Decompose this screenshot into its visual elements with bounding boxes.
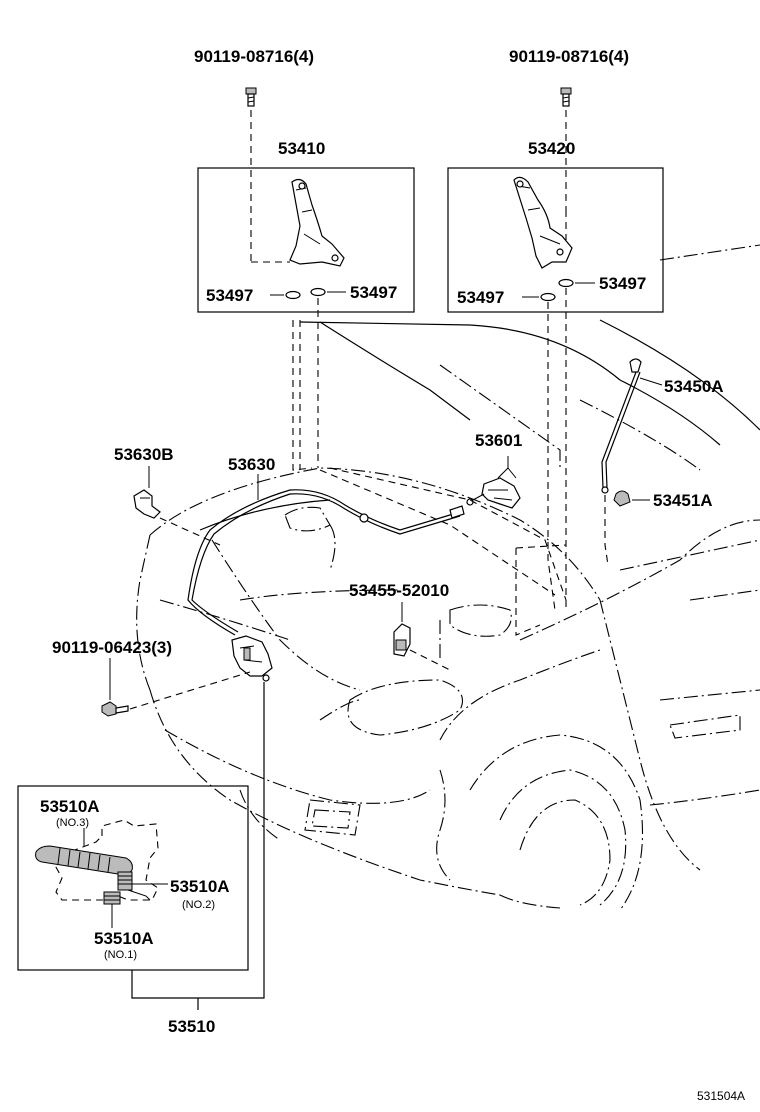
- lock-detail-drawing: [35, 819, 159, 905]
- hinge-left-box: [197, 167, 415, 313]
- hinge-right-box: [447, 167, 664, 313]
- lock-a-no3-label: (NO.3): [56, 817, 89, 829]
- bumper-label: 53455-52010: [349, 581, 449, 600]
- hood-lock-icon: [231, 635, 273, 682]
- washer-r2-icon: [558, 278, 574, 288]
- bolt-right-icon: [560, 87, 572, 107]
- hinge-right-label: 53420: [528, 139, 575, 158]
- rod-holder-label: 53451A: [653, 491, 713, 510]
- diagram-code: 531504A: [697, 1089, 745, 1103]
- hood-support-rod-icon: [601, 358, 642, 494]
- support-rod-label: 53450A: [664, 377, 724, 396]
- washer-r1-label: 53497: [457, 288, 504, 307]
- bolt-left-icon: [245, 87, 257, 107]
- washer-r2-label: 53497: [599, 274, 646, 293]
- lock-assy-label: 53510: [168, 1017, 215, 1036]
- lock-c-label: 53510A: [94, 929, 154, 948]
- cable-clip-icon: [133, 489, 161, 519]
- washer-l1-icon: [285, 290, 301, 300]
- hinge-left-icon: [289, 178, 345, 267]
- hinge-left-label: 53410: [278, 139, 325, 158]
- washer-r1-icon: [540, 292, 556, 302]
- bolt-left-label: 90119-08716(4): [194, 47, 314, 66]
- bolt-right-label: 90119-08716(4): [509, 47, 629, 66]
- clip-label: 53630B: [114, 445, 174, 464]
- bolt-lock-label: 90119-06423(3): [52, 638, 172, 657]
- bolt-lock-icon: [101, 701, 129, 717]
- washer-l2-label: 53497: [350, 283, 397, 302]
- washer-l2-icon: [310, 287, 326, 297]
- lever-label: 53601: [475, 431, 522, 450]
- release-cable-icon: [187, 489, 465, 636]
- lock-a-label: 53510A: [40, 797, 100, 816]
- lock-b-label: 53510A: [170, 877, 230, 896]
- car-body-outline: [136, 244, 760, 911]
- rod-holder-icon: [613, 490, 631, 507]
- hood-bumper-icon: [393, 623, 411, 657]
- washer-l1-label: 53497: [206, 286, 253, 305]
- lock-b-no2-label: (NO.2): [182, 899, 215, 911]
- cable-label: 53630: [228, 455, 275, 474]
- lock-c-no1-label: (NO.1): [104, 949, 137, 961]
- release-lever-icon: [466, 477, 521, 509]
- hinge-right-icon: [513, 176, 573, 269]
- lock-detail-box: [17, 785, 249, 971]
